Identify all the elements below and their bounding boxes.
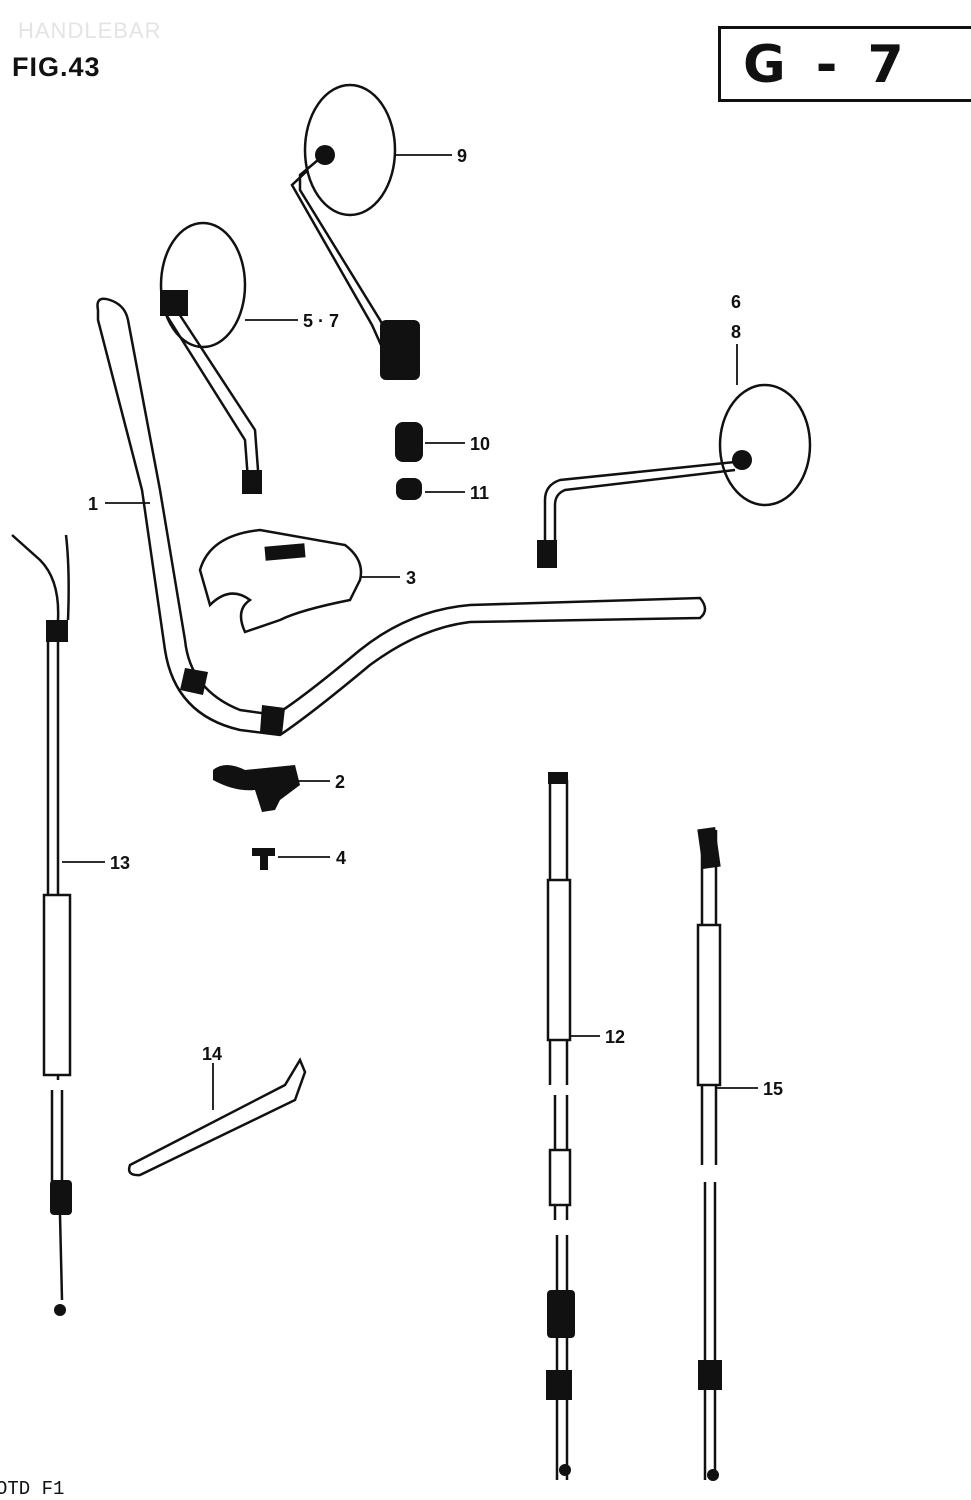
callout-12: 12 xyxy=(605,1027,625,1047)
callout-1: 1 xyxy=(88,494,98,514)
callout-9: 9 xyxy=(457,146,467,166)
part-clutch-cable-12[interactable] xyxy=(546,772,575,1480)
section-code: G - 7 xyxy=(743,35,910,95)
callout-5-7: 5 · 7 xyxy=(303,311,339,331)
part-throttle-cable-13[interactable] xyxy=(11,534,72,1316)
callout-11: 11 xyxy=(470,483,489,503)
callout-3: 3 xyxy=(406,568,416,588)
part-mirror-right[interactable] xyxy=(290,83,420,380)
callout-2: 2 xyxy=(335,772,345,792)
part-switch-cover[interactable] xyxy=(198,528,363,634)
callout-13: 13 xyxy=(110,853,130,873)
callout-10: 10 xyxy=(470,434,490,454)
callout-4: 4 xyxy=(336,848,346,868)
callout-15: 15 xyxy=(763,1079,783,1099)
part-mirror-far-right[interactable] xyxy=(537,383,812,568)
part-nut-10[interactable] xyxy=(395,422,423,462)
diagram-caption: HANDLEBAR xyxy=(18,18,162,43)
part-handlebar[interactable] xyxy=(96,297,707,737)
footer-code: OTD F1 xyxy=(0,1478,65,1500)
part-cable-15[interactable] xyxy=(696,826,722,1481)
callout-8: 8 xyxy=(731,322,741,342)
figure-number: FIG.43 xyxy=(12,52,101,82)
callout-6: 6 xyxy=(731,292,741,312)
part-clamp-2[interactable] xyxy=(213,765,300,812)
section-box: G - 7 xyxy=(718,26,971,102)
part-screw-4[interactable] xyxy=(252,848,275,870)
part-cable-tie-14[interactable] xyxy=(127,1057,307,1177)
part-cap-11[interactable] xyxy=(396,478,422,500)
callout-14: 14 xyxy=(202,1044,222,1064)
part-mirror-left[interactable] xyxy=(159,221,262,494)
